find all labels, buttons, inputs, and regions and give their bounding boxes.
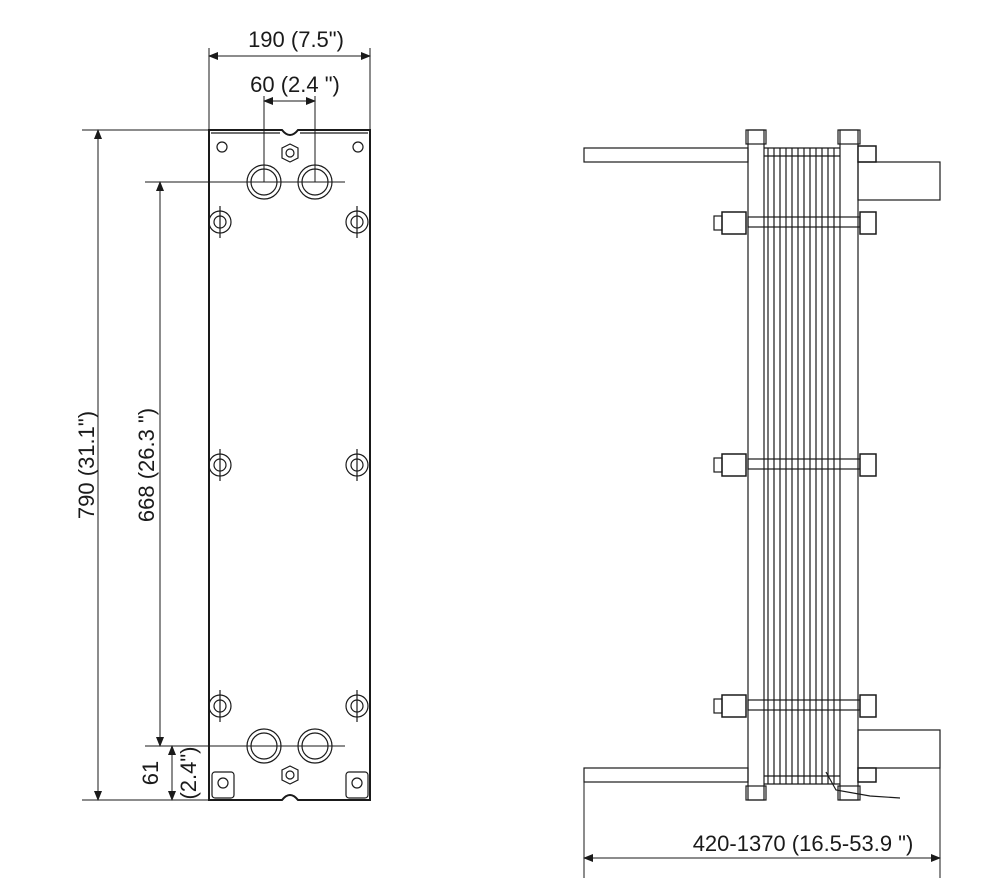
foot-right <box>345 771 369 799</box>
plate-outline <box>208 129 371 801</box>
front-view: 190 (7.5") 60 (2.4 ") 790 (31.1") 668 (2… <box>74 27 371 801</box>
top-nozzle <box>857 161 941 201</box>
dim-width-label: 190 (7.5") <box>248 27 344 52</box>
dim-total-height: 790 (31.1") <box>74 129 209 801</box>
foot-left <box>211 771 235 799</box>
bolt-bottom-left <box>208 690 232 722</box>
bolt-mid-right <box>345 449 369 481</box>
dim-port-height-label: 668 (26.3 ") <box>134 408 159 522</box>
dim-port-spacing: 60 (2.4 ") <box>250 72 340 182</box>
tie-bolt-top <box>713 211 877 235</box>
tie-bolt-bottom <box>713 694 877 718</box>
bolt-mid-left <box>208 449 232 481</box>
tie-bolt-middle <box>713 453 877 477</box>
side-view: 420-1370 (16.5-53.9 ") <box>583 129 941 878</box>
dim-length-label: 420-1370 (16.5-53.9 ") <box>693 831 914 856</box>
bolt-top-left <box>208 206 232 238</box>
top-hex-nut <box>281 143 299 163</box>
dim-bottom-mm-label: 61 <box>138 761 163 785</box>
bolt-top-right <box>345 206 369 238</box>
dim-bottom-in-label: (2.4") <box>176 746 201 799</box>
bolt-bottom-right <box>345 690 369 722</box>
hanger-hole-right <box>352 141 364 153</box>
dim-length: 420-1370 (16.5-53.9 ") <box>583 768 941 878</box>
dim-port-height: 668 (26.3 ") <box>134 181 164 747</box>
dim-port-spacing-label: 60 (2.4 ") <box>250 72 340 97</box>
bottom-bracket <box>825 771 901 799</box>
bottom-hex-nut <box>281 765 299 785</box>
dim-total-height-label: 790 (31.1") <box>74 411 99 519</box>
dim-bottom: 61 (2.4") <box>138 745 201 801</box>
top-guide-bar <box>583 147 749 163</box>
plate-pack <box>764 147 840 785</box>
bottom-nozzle <box>857 729 941 769</box>
bottom-guide-bar <box>583 767 749 783</box>
hanger-hole-left <box>216 141 228 153</box>
dim-width: 190 (7.5") <box>208 27 371 130</box>
